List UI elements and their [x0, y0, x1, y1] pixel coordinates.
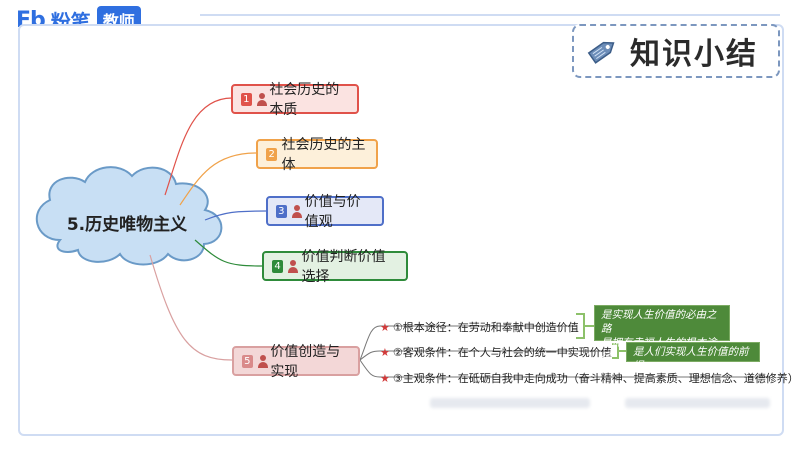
cloud-shape — [35, 166, 223, 266]
branch-value-judgment[interactable]: 4 价值判断价值选择 — [262, 249, 408, 285]
branch-label: 价值创造与实现 — [270, 344, 341, 380]
sub-item-label: ②客观条件：在个人与社会的统一中实现价值 — [392, 346, 612, 359]
number-badge: 1 — [241, 92, 252, 106]
blurred-text — [430, 398, 590, 408]
person-icon — [256, 92, 267, 106]
person-icon — [257, 354, 268, 368]
sub-item-subjective-condition: ★ ③主观条件：在砥砺自我中走向成功（奋斗精神、提高素质、理想信念、道德修养） — [380, 370, 799, 386]
branch-value-and-values[interactable]: 3 价值与价值观 — [266, 194, 384, 230]
sub-item-label: ①根本途径：在劳动和奉献中创造价值 — [392, 321, 579, 334]
sub-item-objective-condition: ★ ②客观条件：在个人与社会的统一中实现价值 — [380, 344, 612, 360]
number-badge: 3 — [276, 204, 287, 218]
branch-label: 社会历史的主体 — [281, 137, 366, 173]
person-icon — [291, 204, 302, 218]
number-badge: 4 — [272, 259, 284, 273]
note-line: 是实现人生价值的必由之路 — [601, 309, 717, 335]
branch-social-history-subject[interactable]: 2 社会历史的主体 — [256, 137, 378, 173]
person-icon — [287, 259, 299, 273]
star-icon: ★ — [380, 371, 390, 385]
branch-label: 价值与价值观 — [304, 194, 361, 230]
center-topic: 5.历史唯物主义 — [66, 215, 188, 235]
branch-value-creation[interactable]: 5 价值创造与实现 — [232, 344, 360, 380]
sub-item-fundamental-path: ★ ①根本途径：在劳动和奉献中创造价值 — [380, 319, 579, 335]
blurred-text — [625, 398, 770, 408]
branch-label: 社会历史的本质 — [269, 82, 340, 118]
star-icon: ★ — [380, 345, 390, 359]
summary-title: 知识小结 — [630, 37, 758, 72]
branch-label: 价值判断价值选择 — [301, 249, 386, 285]
number-badge: 5 — [242, 354, 253, 368]
note-path-of-value: 是实现人生价值的必由之路 是拥有幸福人生的根本途径 — [594, 305, 730, 363]
summary-title-box: 知识小结 — [572, 24, 780, 78]
header-divider — [200, 14, 780, 16]
number-badge: 2 — [266, 147, 278, 161]
note-line: 是人们实现人生价值的前提 — [633, 346, 749, 372]
star-icon: ★ — [380, 320, 390, 334]
tag-icon — [587, 41, 615, 64]
note-premise: 是人们实现人生价值的前提 — [626, 342, 760, 372]
sub-item-label: ③主观条件：在砥砺自我中走向成功（奋斗精神、提高素质、理想信念、道德修养） — [392, 372, 799, 385]
branch-social-history-essence[interactable]: 1 社会历史的本质 — [231, 82, 359, 118]
